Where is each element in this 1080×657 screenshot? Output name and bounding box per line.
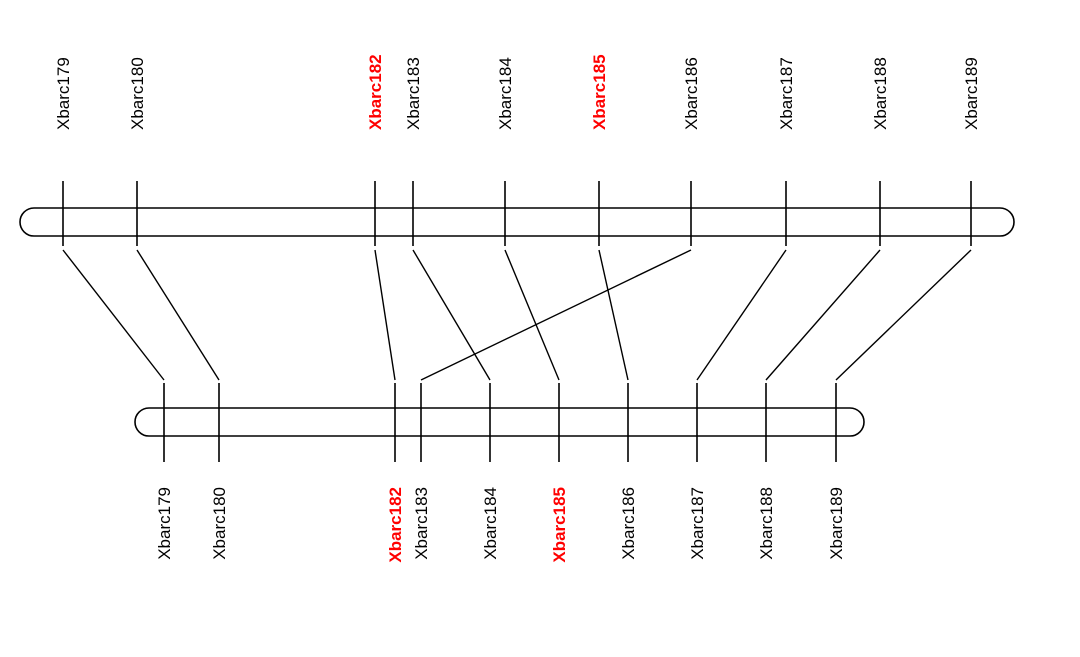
top-label-xbarc180: Xbarc180 bbox=[128, 57, 147, 130]
bottom-linkage-map: Xbarc179 Xbarc180 Xbarc182 Xbarc183 Xbarc184… bbox=[134, 383, 865, 563]
connector-xbarc189-to-xbarc189 bbox=[835, 249, 972, 381]
top-label-xbarc183: Xbarc183 bbox=[404, 57, 423, 130]
bottom-label-xbarc188: Xbarc188 bbox=[757, 487, 776, 560]
connector-xbarc187-to-xbarc187 bbox=[696, 249, 787, 381]
bottom-label-xbarc183: Xbarc183 bbox=[412, 487, 431, 560]
connector-xbarc185-to-xbarc186 bbox=[598, 249, 629, 381]
top-chromosome-bar bbox=[19, 207, 1015, 237]
top-label-xbarc187: Xbarc187 bbox=[777, 57, 796, 130]
top-label-xbarc186: Xbarc186 bbox=[682, 57, 701, 130]
bottom-label-xbarc179: Xbarc179 bbox=[155, 487, 174, 560]
top-label-xbarc189: Xbarc189 bbox=[962, 57, 981, 130]
top-label-xbarc188: Xbarc188 bbox=[871, 57, 890, 130]
bottom-label-xbarc187: Xbarc187 bbox=[688, 487, 707, 560]
connector-xbarc188-to-xbarc188 bbox=[765, 249, 881, 381]
connector-xbarc182-to-xbarc182 bbox=[374, 249, 396, 381]
bottom-label-xbarc180: Xbarc180 bbox=[210, 487, 229, 560]
bottom-label-xbarc186: Xbarc186 bbox=[619, 487, 638, 560]
top-label-xbarc185: Xbarc185 bbox=[590, 54, 609, 130]
connector-xbarc186-to-xbarc183 bbox=[420, 249, 692, 381]
connector-xbarc179-to-xbarc179 bbox=[62, 249, 165, 381]
marker-connectors bbox=[62, 249, 972, 381]
connector-xbarc180-to-xbarc180 bbox=[136, 249, 220, 381]
connector-xbarc183-to-xbarc184 bbox=[412, 249, 491, 381]
bottom-label-xbarc189: Xbarc189 bbox=[827, 487, 846, 560]
bottom-label-xbarc184: Xbarc184 bbox=[481, 487, 500, 560]
bottom-label-xbarc182: Xbarc182 bbox=[386, 487, 405, 563]
top-label-xbarc179: Xbarc179 bbox=[54, 57, 73, 130]
bottom-chromosome-bar bbox=[134, 407, 865, 437]
top-label-xbarc182: Xbarc182 bbox=[366, 54, 385, 130]
top-linkage-map: Xbarc179 Xbarc180 Xbarc182 Xbarc183 Xbarc184… bbox=[19, 54, 1015, 246]
top-label-xbarc184: Xbarc184 bbox=[496, 57, 515, 130]
bottom-label-xbarc185: Xbarc185 bbox=[550, 487, 569, 563]
connector-xbarc184-to-xbarc185 bbox=[504, 249, 560, 381]
